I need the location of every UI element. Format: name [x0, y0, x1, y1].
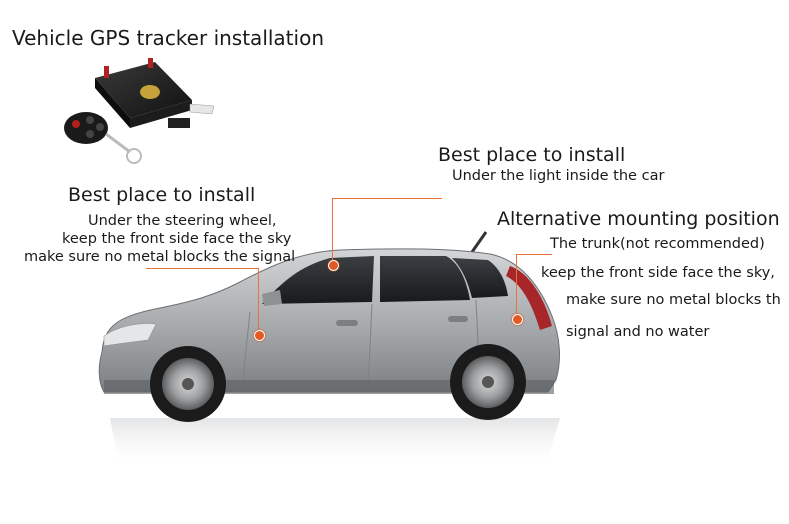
top-callout-leader-h [332, 198, 442, 199]
left-install-marker [254, 330, 265, 341]
top-callout-line-1: Under the light inside the car [452, 168, 665, 184]
right-callout-line-3: make sure no metal blocks th [566, 292, 781, 308]
top-callout-heading: Best place to install [438, 144, 626, 166]
left-callout-heading: Best place to install [68, 184, 256, 206]
top-callout-leader-v [332, 198, 333, 264]
left-callout-line-3: make sure no metal blocks the signal [24, 249, 296, 265]
right-callout-line-4: signal and no water [566, 324, 710, 340]
left-callout-line-1: Under the steering wheel, [88, 213, 277, 229]
left-callout-line-2: keep the front side face the sky [62, 231, 292, 247]
left-callout-leader-v [258, 268, 259, 334]
top-install-marker [328, 260, 339, 271]
left-callout-leader-h [146, 268, 258, 269]
car-illustration [98, 231, 560, 470]
right-callout-heading: Alternative mounting position [497, 208, 780, 230]
right-callout-line-2: keep the front side face the sky, [541, 265, 775, 281]
right-callout-leader-v [516, 254, 517, 318]
page-title: Vehicle GPS tracker installation [12, 26, 324, 50]
trunk-install-marker [512, 314, 523, 325]
right-callout-line-1: The trunk(not recommended) [550, 236, 765, 252]
right-callout-leader-h [516, 254, 552, 255]
